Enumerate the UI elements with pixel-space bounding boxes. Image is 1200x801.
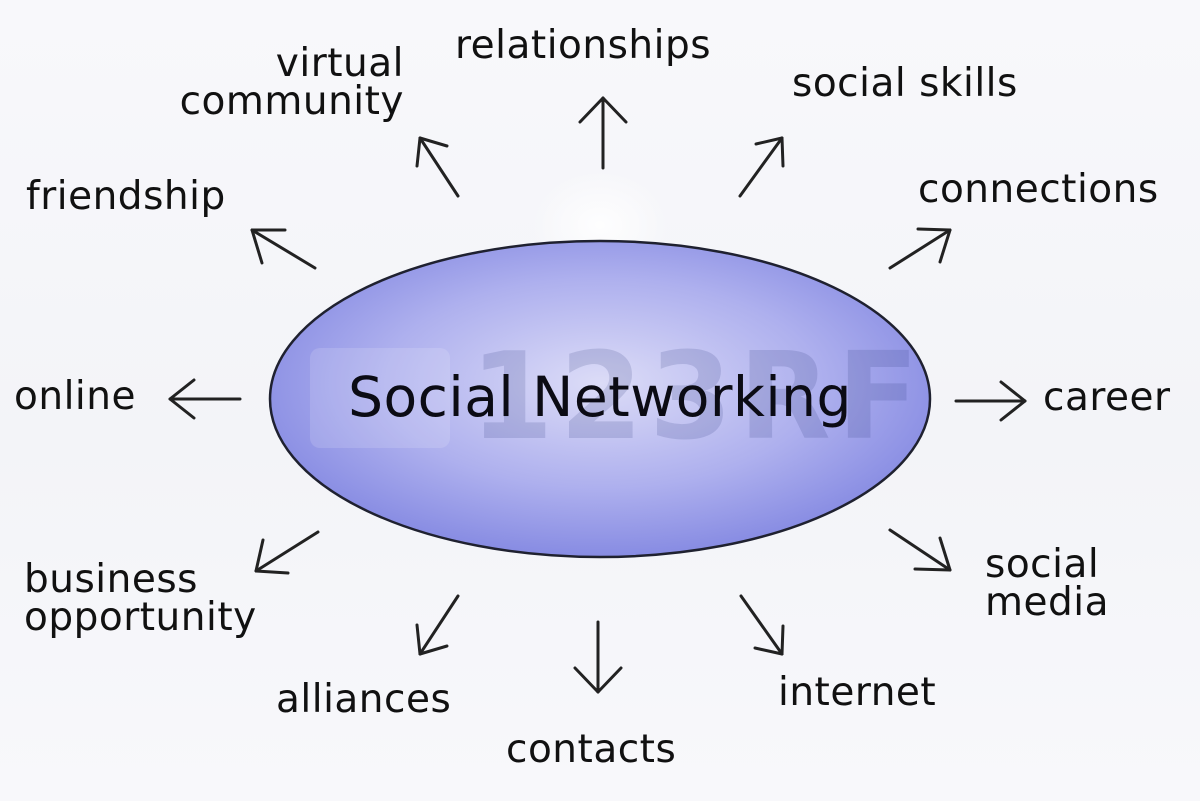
node-connections: connections bbox=[918, 167, 1159, 212]
arrow-relationships bbox=[578, 96, 628, 170]
node-business-opportunity: business opportunity bbox=[24, 557, 257, 641]
arrow-business-opportunity bbox=[254, 530, 320, 575]
node-virtual-community: virtual community bbox=[179, 41, 404, 125]
arrow-virtual-community bbox=[415, 136, 460, 198]
node-alliances: alliances bbox=[276, 677, 452, 722]
arrow-contacts bbox=[573, 620, 623, 694]
node-relationships: relationships bbox=[455, 23, 712, 68]
node-online: online bbox=[14, 374, 136, 419]
arrow-social-media bbox=[888, 528, 952, 572]
node-social-skills: social skills bbox=[792, 61, 1018, 106]
arrow-internet bbox=[739, 594, 785, 656]
node-social-media: social media bbox=[985, 542, 1109, 626]
node-internet: internet bbox=[778, 670, 937, 715]
arrow-alliances bbox=[415, 594, 460, 656]
arrow-connections bbox=[888, 227, 952, 270]
node-career: career bbox=[1043, 375, 1171, 420]
arrow-social-skills bbox=[738, 136, 785, 198]
arrow-career bbox=[954, 380, 1027, 422]
arrow-friendship bbox=[250, 228, 317, 270]
node-contacts: contacts bbox=[506, 727, 677, 772]
arrow-online bbox=[168, 378, 242, 420]
node-friendship: friendship bbox=[26, 174, 226, 219]
center-oval bbox=[268, 239, 932, 559]
center-label: Social Networking bbox=[348, 365, 852, 429]
